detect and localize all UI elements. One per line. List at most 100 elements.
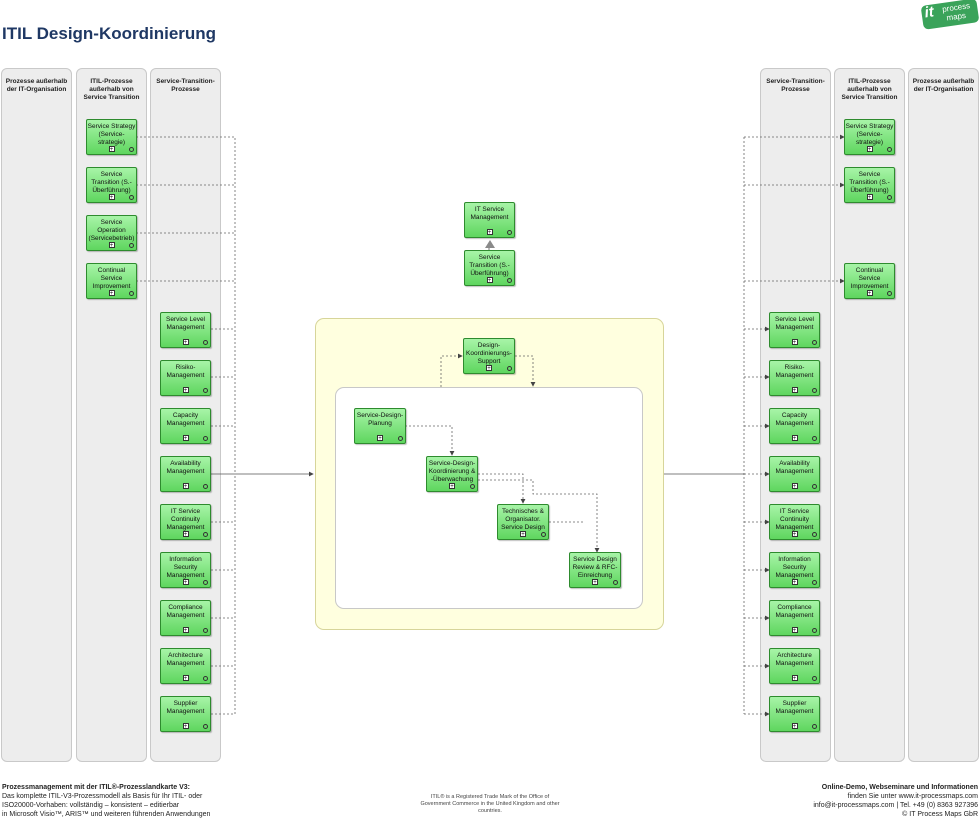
expand-icon[interactable]: + — [182, 579, 189, 586]
box-label: Service Design Review & RFC- Einreichung — [572, 556, 618, 579]
status-dot-icon — [812, 724, 817, 729]
status-dot-icon — [812, 388, 817, 393]
status-dot-icon — [203, 532, 208, 537]
footer-left-heading: Prozessmanagement mit der ITIL®-Prozessl… — [2, 784, 190, 791]
status-dot-icon — [203, 388, 208, 393]
left-box-supplier-management[interactable]: Supplier Management + — [160, 696, 211, 732]
box-label: Risiko- Management — [166, 364, 205, 379]
right-box-availability-management[interactable]: Availability Management + — [769, 456, 820, 492]
expand-icon[interactable]: + — [791, 579, 798, 586]
status-dot-icon — [129, 147, 134, 152]
expand-icon[interactable]: + — [182, 627, 189, 634]
expand-icon[interactable]: + — [791, 675, 798, 682]
right-box-service-transition[interactable]: Service Transition (S.- Überführung) + — [844, 167, 895, 203]
expand-icon[interactable]: + — [791, 387, 798, 394]
center-box-it-service-management[interactable]: IT Service Management + — [464, 202, 515, 238]
lane-title: Service-Transition- Prozesse — [156, 78, 215, 93]
box-design-coordination-support[interactable]: Design- Koordinierungs- Support + — [463, 338, 515, 374]
right-box-service-level-management[interactable]: Service Level Management + — [769, 312, 820, 348]
expand-icon[interactable]: + — [182, 339, 189, 346]
right-box-it-service-continuity-management[interactable]: IT Service Continuity Management + — [769, 504, 820, 540]
left-box-availability-management[interactable]: Availability Management + — [160, 456, 211, 492]
footer-copyright: © IT Process Maps GbR — [902, 811, 978, 818]
expand-icon[interactable]: + — [866, 194, 873, 201]
hierarchy-triangle-icon — [485, 240, 495, 248]
lane-left-outside-it: Prozesse außerhalb der IT-Organisation — [1, 68, 72, 762]
expand-icon[interactable]: + — [791, 339, 798, 346]
right-box-architecture-management[interactable]: Architecture Management + — [769, 648, 820, 684]
status-dot-icon — [887, 195, 892, 200]
expand-icon[interactable]: + — [520, 531, 526, 538]
box-label: Technisches & Organisator. Service Desig… — [501, 508, 545, 531]
status-dot-icon — [398, 436, 403, 441]
expand-icon[interactable]: + — [449, 483, 455, 490]
box-label: Compliance Management — [166, 604, 205, 619]
box-label: Capacity Management — [775, 412, 814, 427]
left-box-service-transition[interactable]: Service Transition (S.- Überführung) + — [86, 167, 137, 203]
left-box-risk-management[interactable]: Risiko- Management + — [160, 360, 211, 396]
box-label: Continual Service Improvement — [850, 267, 889, 290]
box-label: Architecture Management — [775, 652, 814, 667]
expand-icon[interactable]: + — [182, 387, 189, 394]
left-box-service-level-management[interactable]: Service Level Management + — [160, 312, 211, 348]
box-label: Service-Design- Koordinierung & -Überwac… — [428, 460, 476, 483]
left-box-architecture-management[interactable]: Architecture Management + — [160, 648, 211, 684]
right-box-supplier-management[interactable]: Supplier Management + — [769, 696, 820, 732]
expand-icon[interactable]: + — [182, 435, 189, 442]
expand-icon[interactable]: + — [791, 435, 798, 442]
box-service-design-review-rfc[interactable]: Service Design Review & RFC- Einreichung… — [569, 552, 621, 588]
box-service-design-planning[interactable]: Service-Design- Planung + — [354, 408, 406, 444]
left-box-service-operation[interactable]: Service Operation (Servicebetrieb) + — [86, 215, 137, 251]
right-box-service-strategy[interactable]: Service Strategy (Service- strategie) + — [844, 119, 895, 155]
expand-icon[interactable]: + — [182, 675, 189, 682]
right-box-information-security-management[interactable]: Information Security Management + — [769, 552, 820, 588]
left-box-it-service-continuity-management[interactable]: IT Service Continuity Management + — [160, 504, 211, 540]
expand-icon[interactable]: + — [486, 365, 492, 372]
left-box-service-strategy[interactable]: Service Strategy (Service- strategie) + — [86, 119, 137, 155]
expand-icon[interactable]: + — [866, 146, 873, 153]
box-service-design-coordination-monitoring[interactable]: Service-Design- Koordinierung & -Überwac… — [426, 456, 478, 492]
expand-icon[interactable]: + — [791, 723, 798, 730]
lane-title: Service-Transition- Prozesse — [766, 78, 825, 93]
expand-icon[interactable]: + — [182, 723, 189, 730]
right-box-risk-management[interactable]: Risiko- Management + — [769, 360, 820, 396]
box-label: Architecture Management — [166, 652, 205, 667]
status-dot-icon — [812, 676, 817, 681]
expand-icon[interactable]: + — [108, 194, 115, 201]
expand-icon[interactable]: + — [486, 277, 493, 284]
expand-icon[interactable]: + — [791, 531, 798, 538]
box-label: Risiko- Management — [775, 364, 814, 379]
expand-icon[interactable]: + — [182, 483, 189, 490]
expand-icon[interactable]: + — [866, 290, 873, 297]
right-box-continual-service-improvement[interactable]: Continual Service Improvement + — [844, 263, 895, 299]
status-dot-icon — [203, 484, 208, 489]
footer-contact-line[interactable]: info@it-processmaps.com | Tel. +49 (0) 8… — [813, 802, 978, 809]
left-box-capacity-management[interactable]: Capacity Management + — [160, 408, 211, 444]
expand-icon[interactable]: + — [182, 531, 189, 538]
right-box-capacity-management[interactable]: Capacity Management + — [769, 408, 820, 444]
footer-right-line[interactable]: finden Sie unter www.it-processmaps.com — [847, 793, 978, 800]
box-label: Service Transition (S.- Überführung) — [849, 171, 890, 194]
left-box-compliance-management[interactable]: Compliance Management + — [160, 600, 211, 636]
expand-icon[interactable]: + — [791, 627, 798, 634]
right-box-compliance-management[interactable]: Compliance Management + — [769, 600, 820, 636]
status-dot-icon — [129, 291, 134, 296]
box-label: Continual Service Improvement — [92, 267, 131, 290]
expand-icon[interactable]: + — [108, 146, 115, 153]
expand-icon[interactable]: + — [486, 229, 493, 236]
box-technical-organizational-service-design[interactable]: Technisches & Organisator. Service Desig… — [497, 504, 549, 540]
status-dot-icon — [203, 340, 208, 345]
lane-title: ITIL-Prozesse außerhalb von Service Tran… — [83, 78, 140, 101]
left-box-information-security-management[interactable]: Information Security Management + — [160, 552, 211, 588]
footer-right-heading: Online-Demo, Webseminare und Information… — [821, 784, 978, 791]
box-label: Service Transition (S.- Überführung) — [91, 171, 132, 194]
expand-icon[interactable]: + — [377, 435, 383, 442]
expand-icon[interactable]: + — [108, 290, 115, 297]
box-label: Design- Koordinierungs- Support — [466, 342, 512, 365]
expand-icon[interactable]: + — [791, 483, 798, 490]
expand-icon[interactable]: + — [108, 242, 115, 249]
center-box-service-transition[interactable]: Service Transition (S.- Überführung) + — [464, 250, 515, 286]
left-box-continual-service-improvement[interactable]: Continual Service Improvement + — [86, 263, 137, 299]
expand-icon[interactable]: + — [592, 579, 598, 586]
box-label: IT Service Management — [470, 206, 509, 221]
